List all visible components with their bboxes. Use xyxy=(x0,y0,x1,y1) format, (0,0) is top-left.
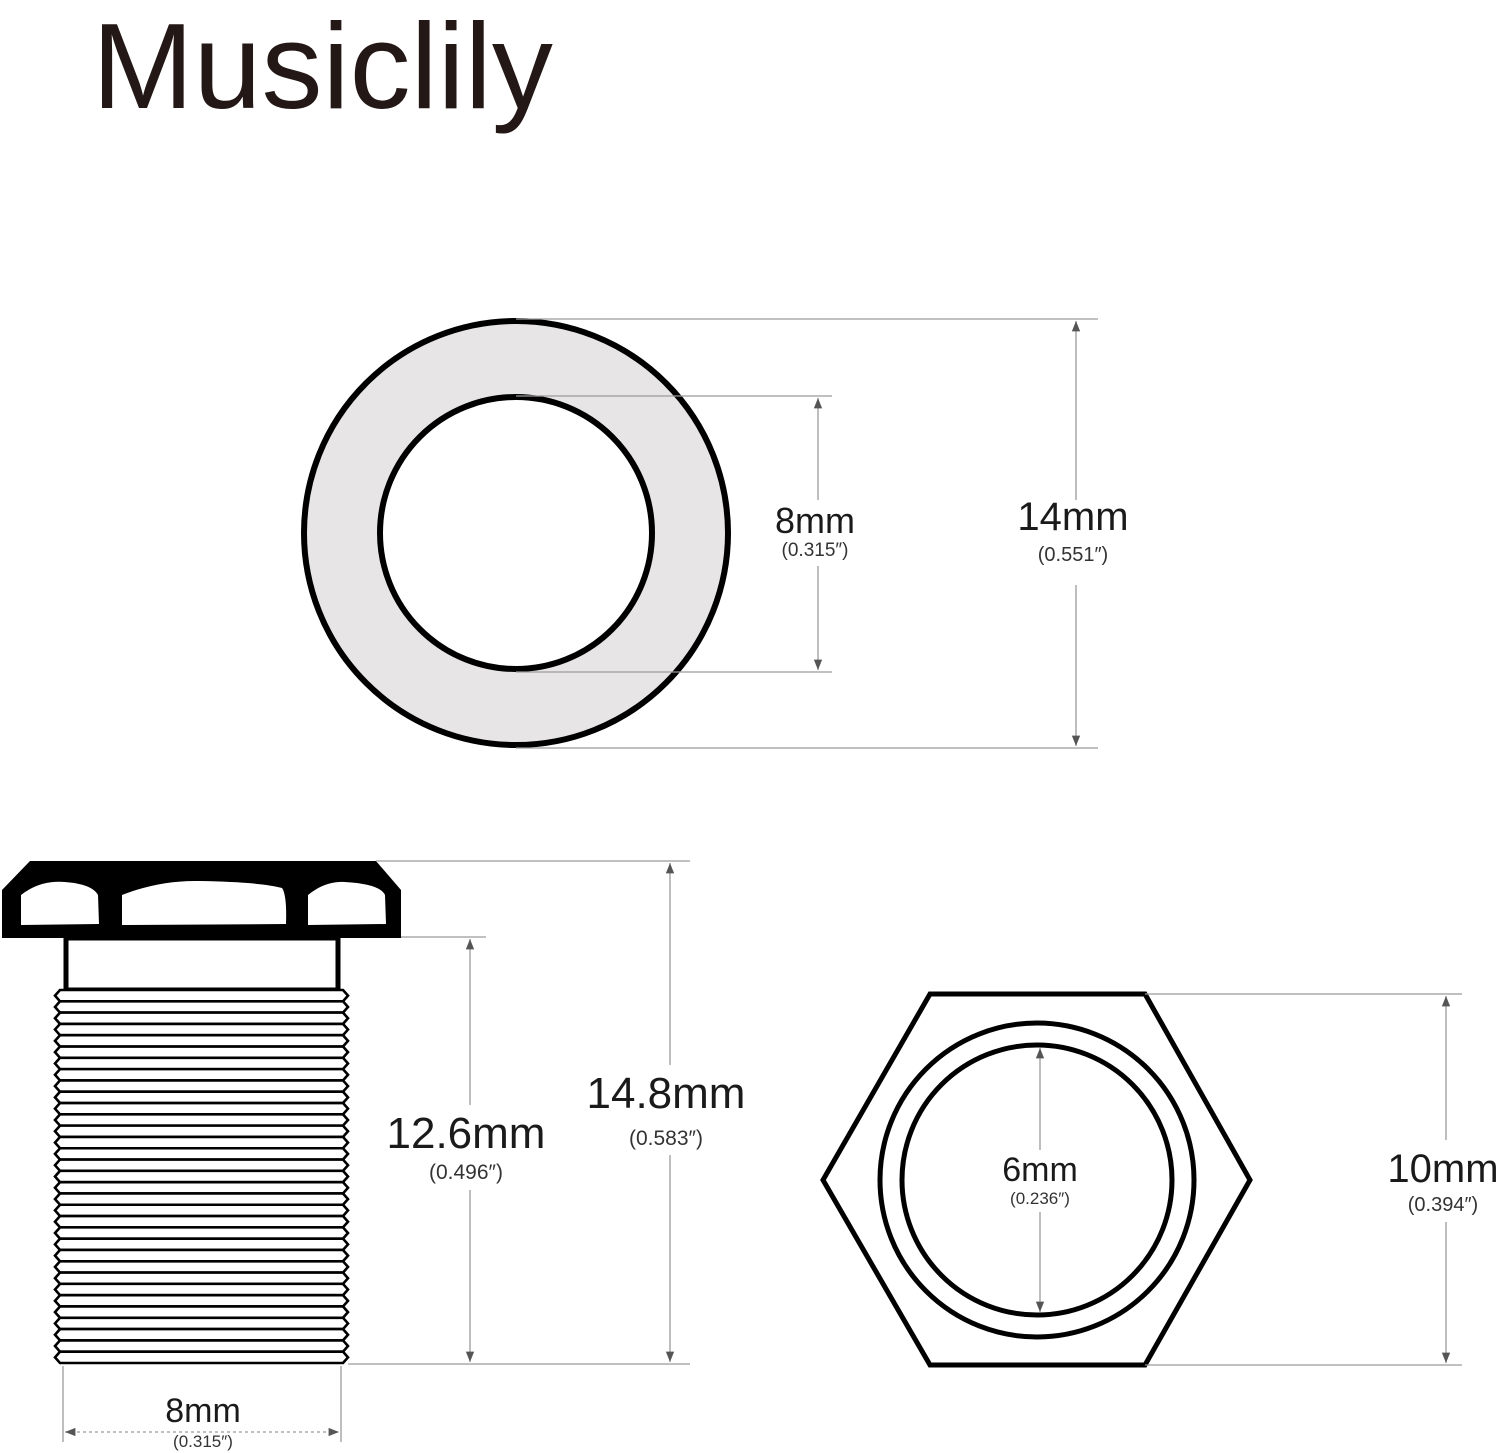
thread-ridge xyxy=(53,1022,350,1037)
thread-ridge xyxy=(53,1056,350,1071)
thread-ridge xyxy=(53,1316,350,1331)
bolt-neck xyxy=(63,935,341,993)
washer-hole xyxy=(377,394,655,672)
thread-diameter-inch: (0.315″) xyxy=(173,1432,233,1451)
thread-ridge xyxy=(53,1090,350,1105)
brand-logo: Musiclily xyxy=(92,0,553,134)
thread-ridge xyxy=(53,1293,350,1308)
thread-ridge xyxy=(53,1282,350,1297)
washer xyxy=(301,318,731,748)
nut-dimension: 10mm (0.394″) xyxy=(1145,993,1499,1366)
thread-ridge xyxy=(53,1226,350,1240)
thread-ridge xyxy=(53,988,350,1003)
thread-ridge xyxy=(53,1146,350,1161)
thread-ridge xyxy=(53,1259,350,1274)
thread-ridge xyxy=(53,1135,350,1150)
washer-outer-mm: 14mm xyxy=(1017,495,1128,539)
thread-ridge xyxy=(53,1045,350,1060)
thread-ridge xyxy=(53,1158,350,1173)
thread-ridge xyxy=(53,1214,350,1229)
nut-inner-inch: (0.236″) xyxy=(1010,1189,1070,1208)
bolt-threads xyxy=(53,988,350,1365)
thread-ridge xyxy=(53,1180,350,1195)
thread-ridge xyxy=(53,1305,350,1320)
thread-ridge xyxy=(53,1339,350,1353)
total-length-inch: (0.583″) xyxy=(629,1127,703,1150)
thread-ridge xyxy=(53,1101,350,1116)
nut-flats-mm: 10mm xyxy=(1387,1147,1498,1191)
thread-ridge xyxy=(53,1271,350,1286)
nut-flats-inch: (0.394″) xyxy=(1408,1194,1478,1216)
thread-ridge xyxy=(53,1011,350,1026)
bolt-dimensions: 12.6mm (0.496″) 14.8mm (0.583″) 8mm (0.3… xyxy=(62,860,746,1451)
washer-inner-inch: (0.315″) xyxy=(782,540,849,561)
thread-length-inch: (0.496″) xyxy=(429,1161,503,1184)
nut-hole xyxy=(899,1042,1175,1318)
thread-ridge xyxy=(53,1033,350,1048)
bolt xyxy=(2,861,401,1365)
nut-inner-mm: 6mm xyxy=(1002,1151,1078,1189)
thread-ridge xyxy=(53,1113,350,1127)
thread-ridge xyxy=(53,1248,350,1263)
washer-outer-dimension: 14mm (0.551″) xyxy=(516,318,1129,749)
total-length-mm: 14.8mm xyxy=(587,1069,746,1118)
thread-ridge xyxy=(53,1350,350,1365)
thread-ridge xyxy=(53,1237,350,1252)
thread-ridge xyxy=(53,1327,350,1342)
washer-outer-inch: (0.551″) xyxy=(1038,544,1108,566)
thread-ridge xyxy=(53,1079,350,1094)
thread-length-mm: 12.6mm xyxy=(387,1109,546,1158)
thread-diameter-mm: 8mm xyxy=(165,1392,241,1430)
thread-ridge xyxy=(53,1124,350,1139)
thread-ridge xyxy=(53,1067,350,1082)
thread-ridge xyxy=(53,1000,350,1014)
thread-ridge xyxy=(53,1169,350,1184)
thread-ridge xyxy=(53,1192,350,1207)
washer-inner-mm: 8mm xyxy=(775,500,855,541)
thread-ridge xyxy=(53,1203,350,1218)
washer-inner-dimension: 8mm (0.315″) xyxy=(516,395,855,673)
hex-nut: 6mm (0.236″) xyxy=(820,991,1253,1368)
